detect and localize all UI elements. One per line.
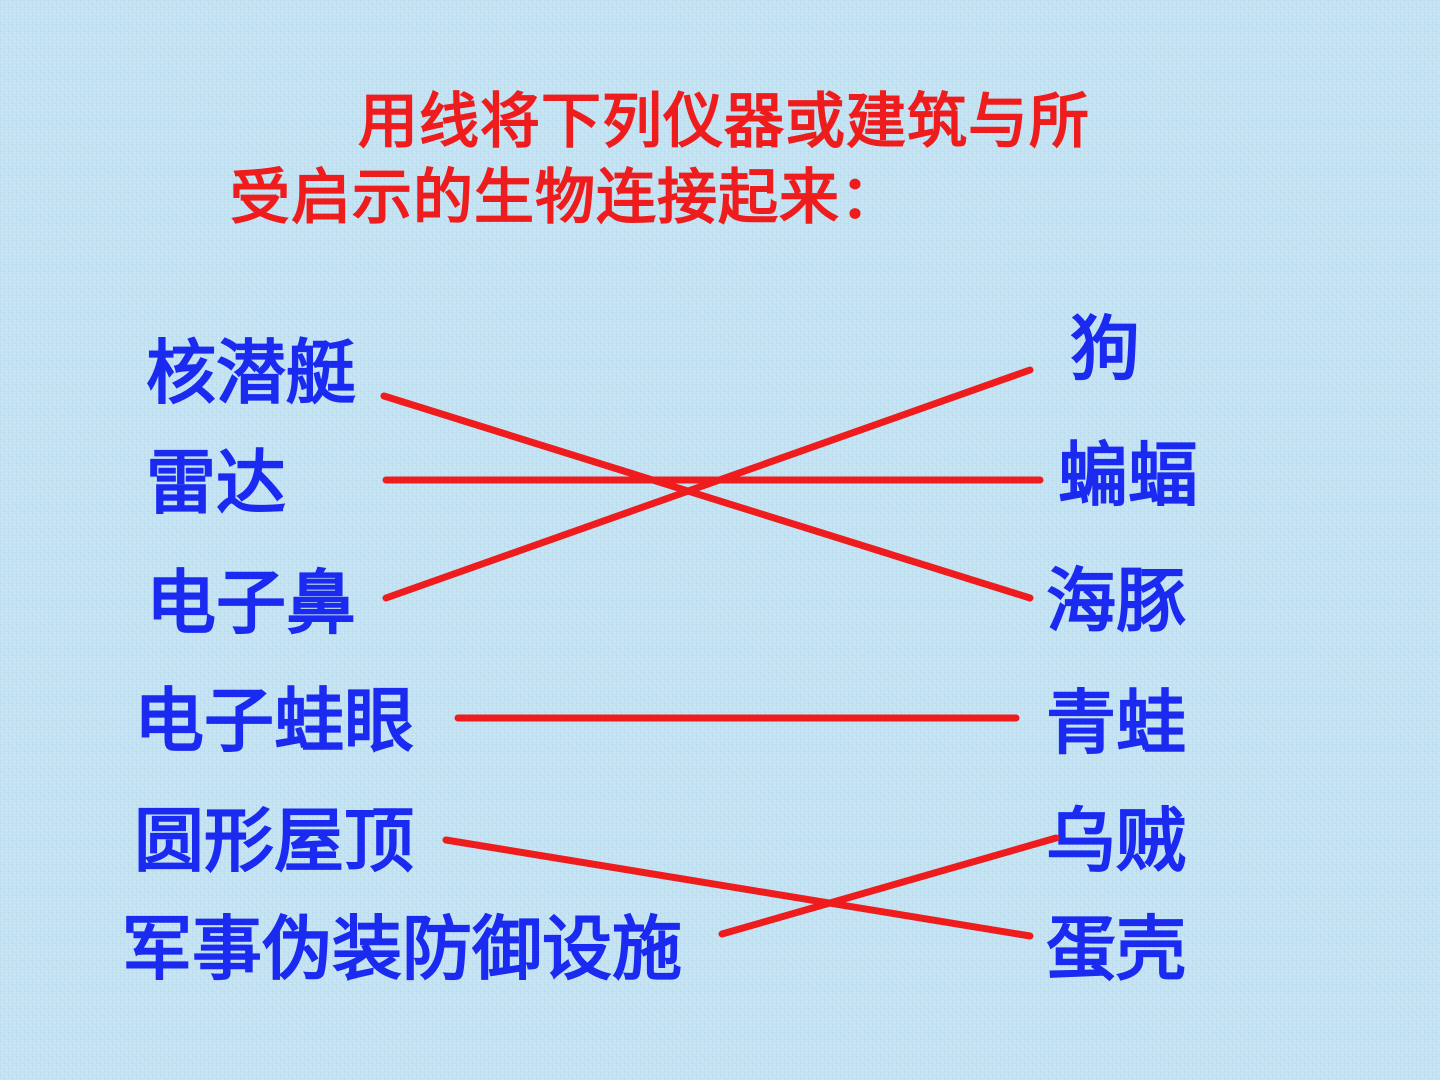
instrument-electronic-nose: 电子鼻 <box>146 562 356 644</box>
instrument-radar: 雷达 <box>146 442 286 524</box>
organism-dog: 狗 <box>1070 308 1140 390</box>
line-camouflage-cuttlefish <box>718 834 1060 938</box>
instrument-dome-roof: 圆形屋顶 <box>134 800 414 882</box>
line-submarine-dolphin <box>380 392 1034 602</box>
organism-eggshell: 蛋壳 <box>1046 908 1186 990</box>
line-dome-eggshell <box>442 836 1034 940</box>
organism-bat: 蝙蝠 <box>1058 434 1198 516</box>
line-nose-dog <box>382 366 1034 602</box>
instruction-title-line-2: 受启示的生物连接起来： <box>230 163 901 233</box>
instruction-title-line-1: 用线将下列仪器或建筑与所 <box>358 87 1090 157</box>
instrument-electronic-frog-eye: 电子蛙眼 <box>134 680 414 762</box>
organism-cuttlefish: 乌贼 <box>1046 800 1186 882</box>
organism-dolphin: 海豚 <box>1046 560 1186 642</box>
instrument-nuclear-submarine: 核潜艇 <box>146 332 356 414</box>
organism-frog: 青蛙 <box>1046 682 1186 764</box>
instrument-military-camouflage: 军事伪装防御设施 <box>122 908 682 990</box>
